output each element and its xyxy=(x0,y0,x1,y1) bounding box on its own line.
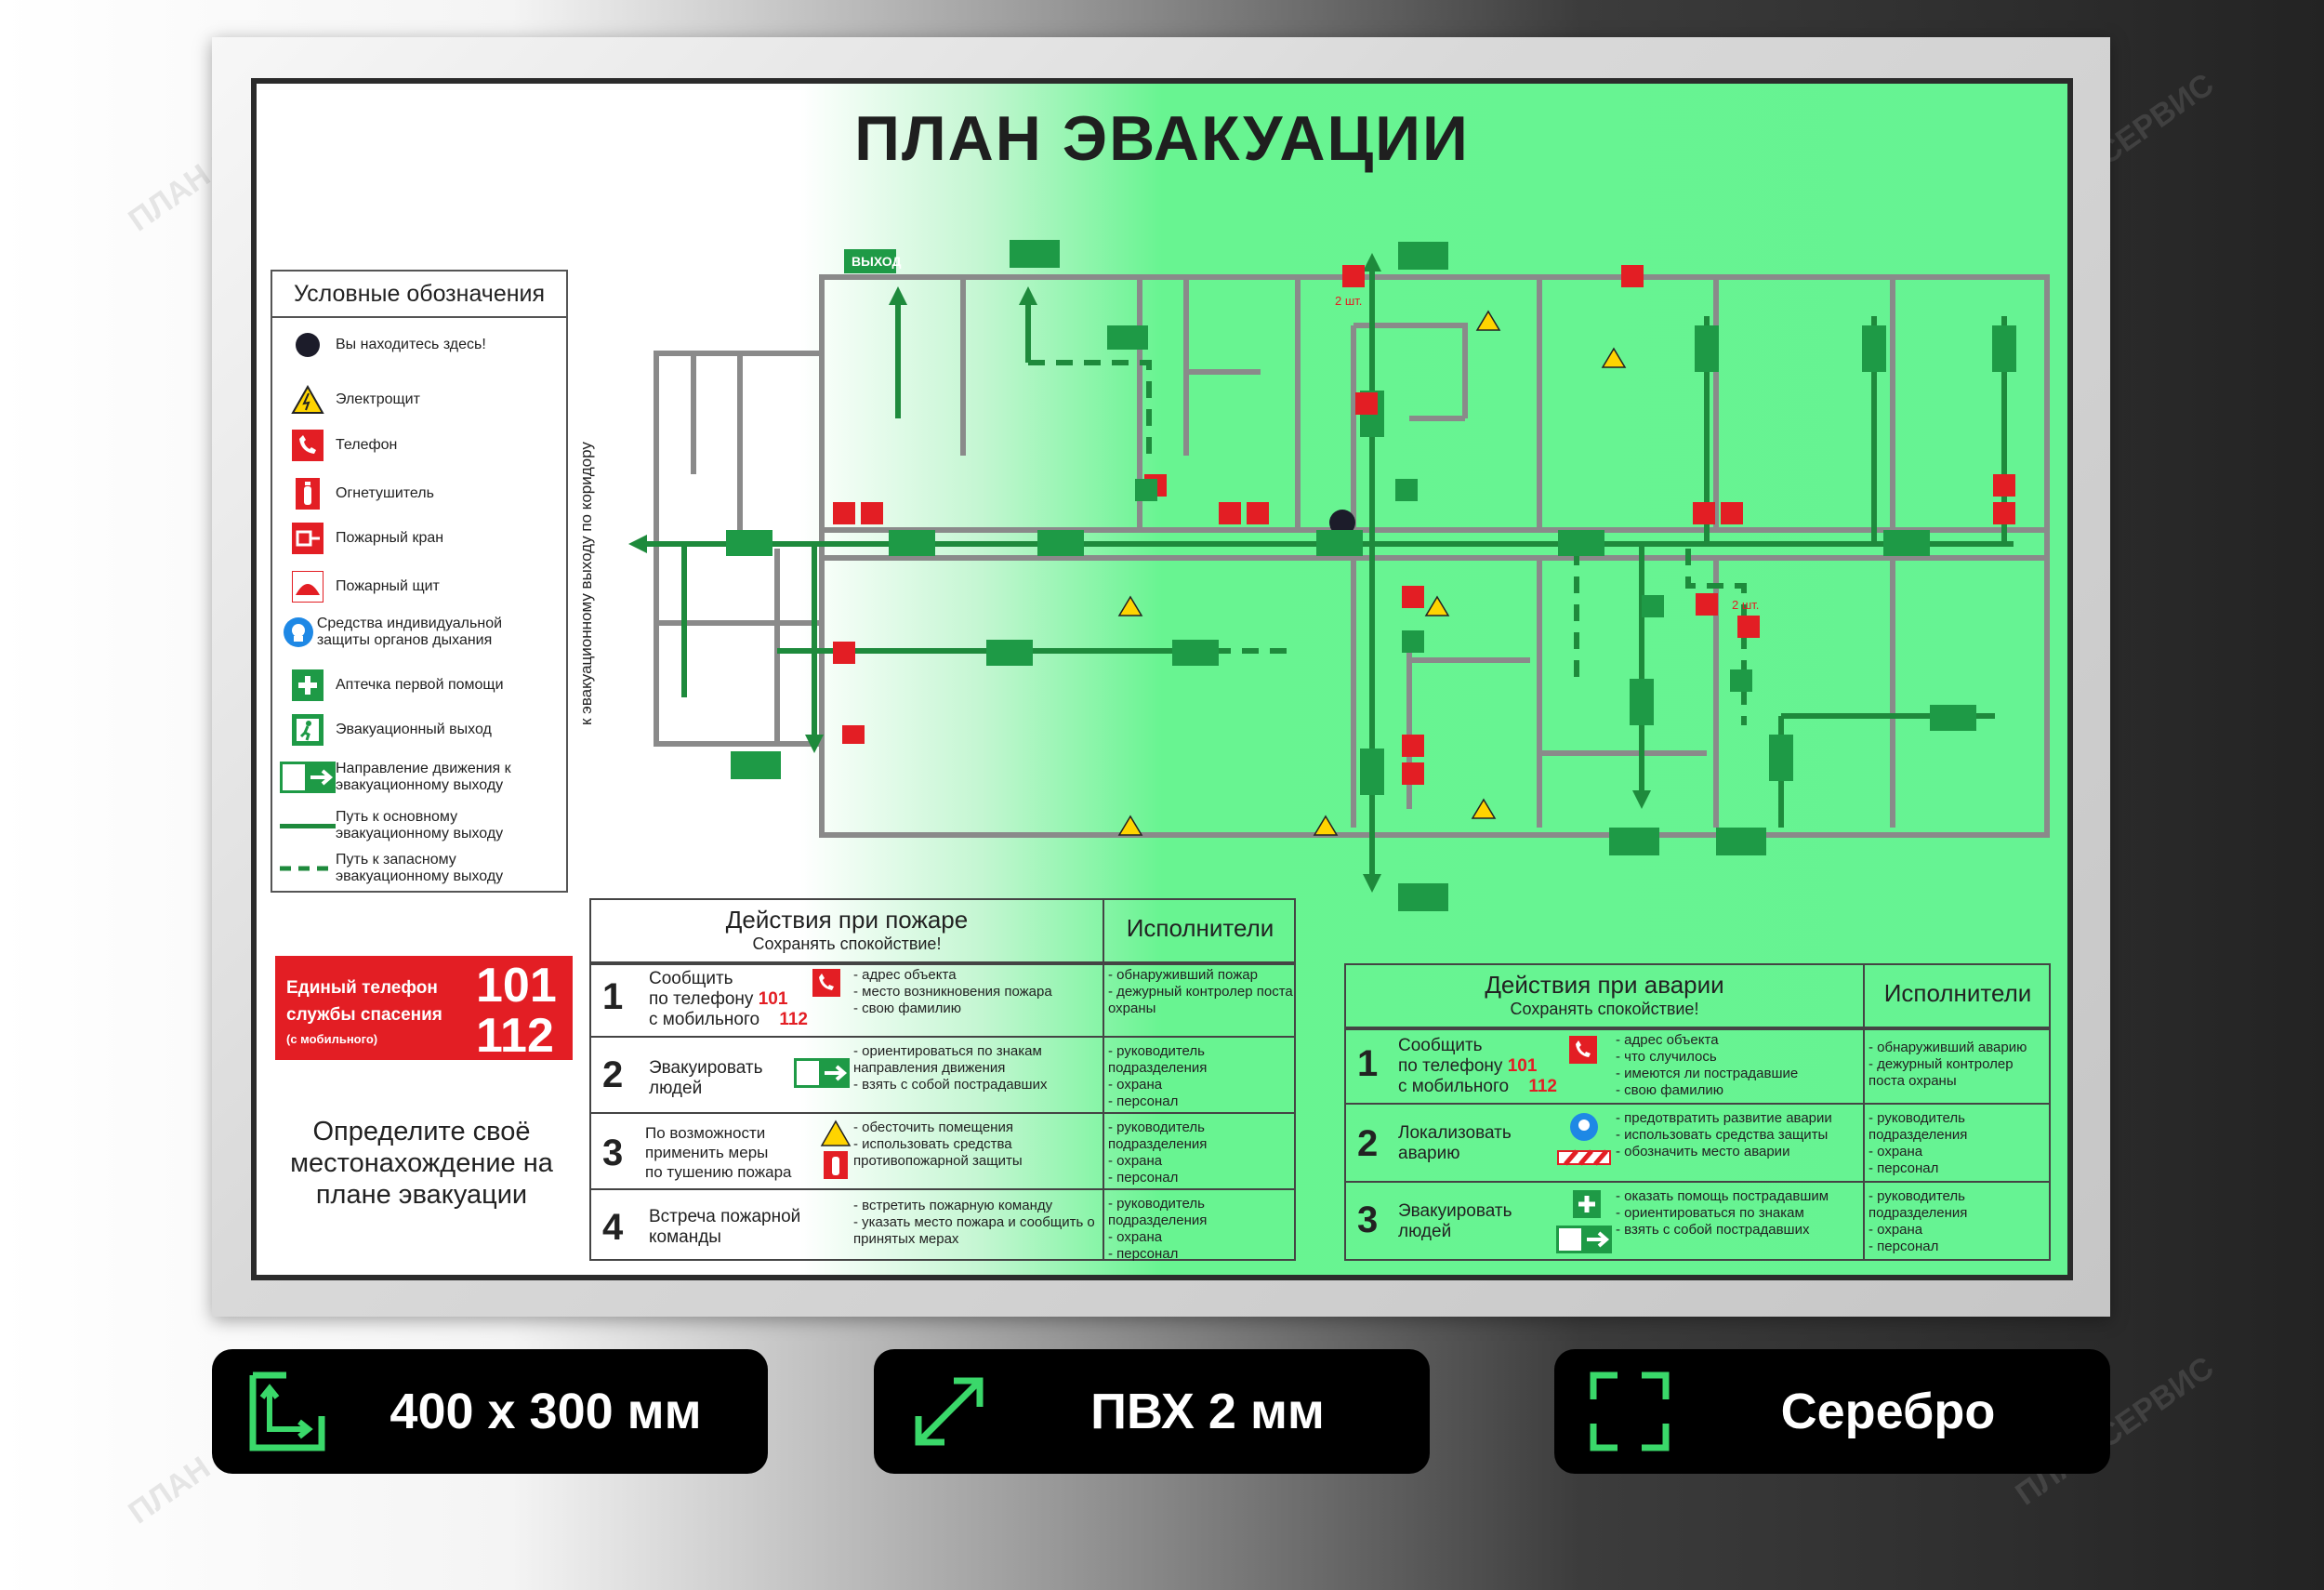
color-label: Серебро xyxy=(1780,1384,1996,1439)
fire-table-heading: Действия при пожаре xyxy=(725,906,969,934)
count-label: 2 шт. xyxy=(1335,294,1362,308)
legend-item: Пожарный кран xyxy=(280,523,559,554)
plan-title: ПЛАН ЭВАКУАЦИИ xyxy=(854,103,1470,174)
legend-item: Средства индивидуальной защиты органов д… xyxy=(280,616,559,649)
accident-actions-table: Действия при аварии Сохранять спокойстви… xyxy=(1344,963,2051,1261)
accident-table-heading: Действия при аварии xyxy=(1485,971,1724,999)
fire-hydrant-icon xyxy=(292,523,324,554)
phone-icon xyxy=(812,969,840,997)
accident-executors-heading: Исполнители xyxy=(1865,965,2051,1028)
size-badge: 400 х 300 мм xyxy=(212,1349,768,1474)
table-row xyxy=(1346,1028,2049,1105)
legend-item: Огнетушитель xyxy=(280,478,559,510)
main-path-line xyxy=(280,824,336,828)
legend-item: Направление движения к эвакуационному вы… xyxy=(280,761,559,794)
table-row xyxy=(1346,1105,2049,1183)
legend-item: Электрощит xyxy=(280,385,559,415)
accident-table-subheading: Сохранять спокойствие! xyxy=(1510,1000,1699,1018)
legend-item: Путь к запасному эвакуационному выходу xyxy=(280,852,559,885)
legend-item: Эвакуационный выход xyxy=(280,714,559,746)
emergency-phone-box: Единый телефон службы спасения (с мобиль… xyxy=(275,956,573,1063)
respirator-icon xyxy=(283,617,313,647)
respirator-icon xyxy=(1557,1113,1611,1166)
expand-arrows-icon xyxy=(915,1377,984,1446)
evacuation-plan-board: ПЛАН ЭВАКУАЦИИ Условные обозначения Вы н… xyxy=(251,78,2073,1280)
emergency-number-101: 101 xyxy=(476,959,557,1013)
table-row xyxy=(591,963,1294,1038)
material-badge: ПВХ 2 мм xyxy=(874,1349,1430,1474)
legend-heading: Условные обозначения xyxy=(272,272,566,318)
first-aid-icon xyxy=(1556,1190,1612,1253)
color-badge: Серебро xyxy=(1554,1349,2110,1474)
direction-icon xyxy=(794,1058,850,1088)
you-are-here-dot xyxy=(296,333,320,357)
legend-item: Аптечка первой помощи xyxy=(280,669,559,701)
legend-panel: Условные обозначения Вы находитесь здесь… xyxy=(271,270,568,893)
exit-label: ВЫХОД xyxy=(852,254,901,269)
first-aid-icon xyxy=(292,669,324,701)
emergency-number-112: 112 xyxy=(476,1009,554,1063)
frame-corners-icon xyxy=(1590,1371,1670,1451)
locate-instruction: Определите своё местонахождение на плане… xyxy=(290,1117,553,1210)
electrical-panel-icon xyxy=(291,385,324,414)
fire-actions-table: Действия при пожаре Сохранять спокойстви… xyxy=(589,898,1296,1262)
extinguisher-icon xyxy=(296,478,320,510)
fire-shield-icon xyxy=(292,571,324,603)
size-corner-icon xyxy=(249,1371,325,1451)
emergency-mobile-note: (с мобильного) xyxy=(286,1032,378,1046)
emergency-line2: службы спасения xyxy=(286,1005,442,1025)
legend-item: Пожарный щит xyxy=(280,571,559,603)
exit-icon xyxy=(292,714,324,746)
floor-plan: ВЫХОД xyxy=(628,240,2050,911)
legend-item: Вы находитесь здесь! xyxy=(280,331,559,359)
extinguisher-icon xyxy=(820,1120,852,1179)
count-label: 2 шт. xyxy=(1732,598,1759,612)
fire-table-subheading: Сохранять спокойствие! xyxy=(752,934,942,953)
direction-icon xyxy=(280,762,336,793)
table-row xyxy=(591,1038,1294,1114)
phone-icon xyxy=(292,430,324,461)
material-label: ПВХ 2 мм xyxy=(1090,1384,1325,1439)
you-are-here-marker xyxy=(1329,510,1355,536)
reserve-path-line xyxy=(280,866,336,871)
phone-icon xyxy=(1569,1036,1597,1064)
legend-item: Телефон xyxy=(280,430,559,461)
legend-item: Путь к основному эвакуационному выходу xyxy=(280,809,559,842)
table-row xyxy=(591,1114,1294,1190)
fire-executors-heading: Исполнители xyxy=(1104,900,1296,963)
emergency-line1: Единый телефон xyxy=(286,978,438,998)
size-label: 400 х 300 мм xyxy=(390,1384,702,1439)
